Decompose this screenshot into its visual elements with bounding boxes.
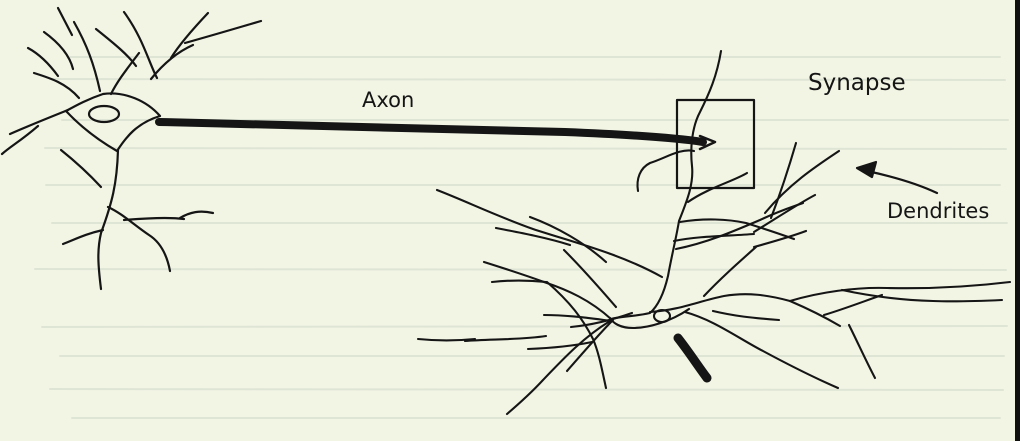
dendrites-label: Dendrites	[887, 201, 989, 222]
right-edge-border	[1015, 0, 1020, 441]
axon-label: Axon	[362, 90, 414, 111]
right-neuron	[418, 51, 1010, 414]
axon-line	[159, 122, 715, 149]
faint-background-text	[35, 57, 1008, 418]
dendrites-arrow	[857, 162, 937, 193]
synapse-label: Synapse	[808, 72, 906, 95]
